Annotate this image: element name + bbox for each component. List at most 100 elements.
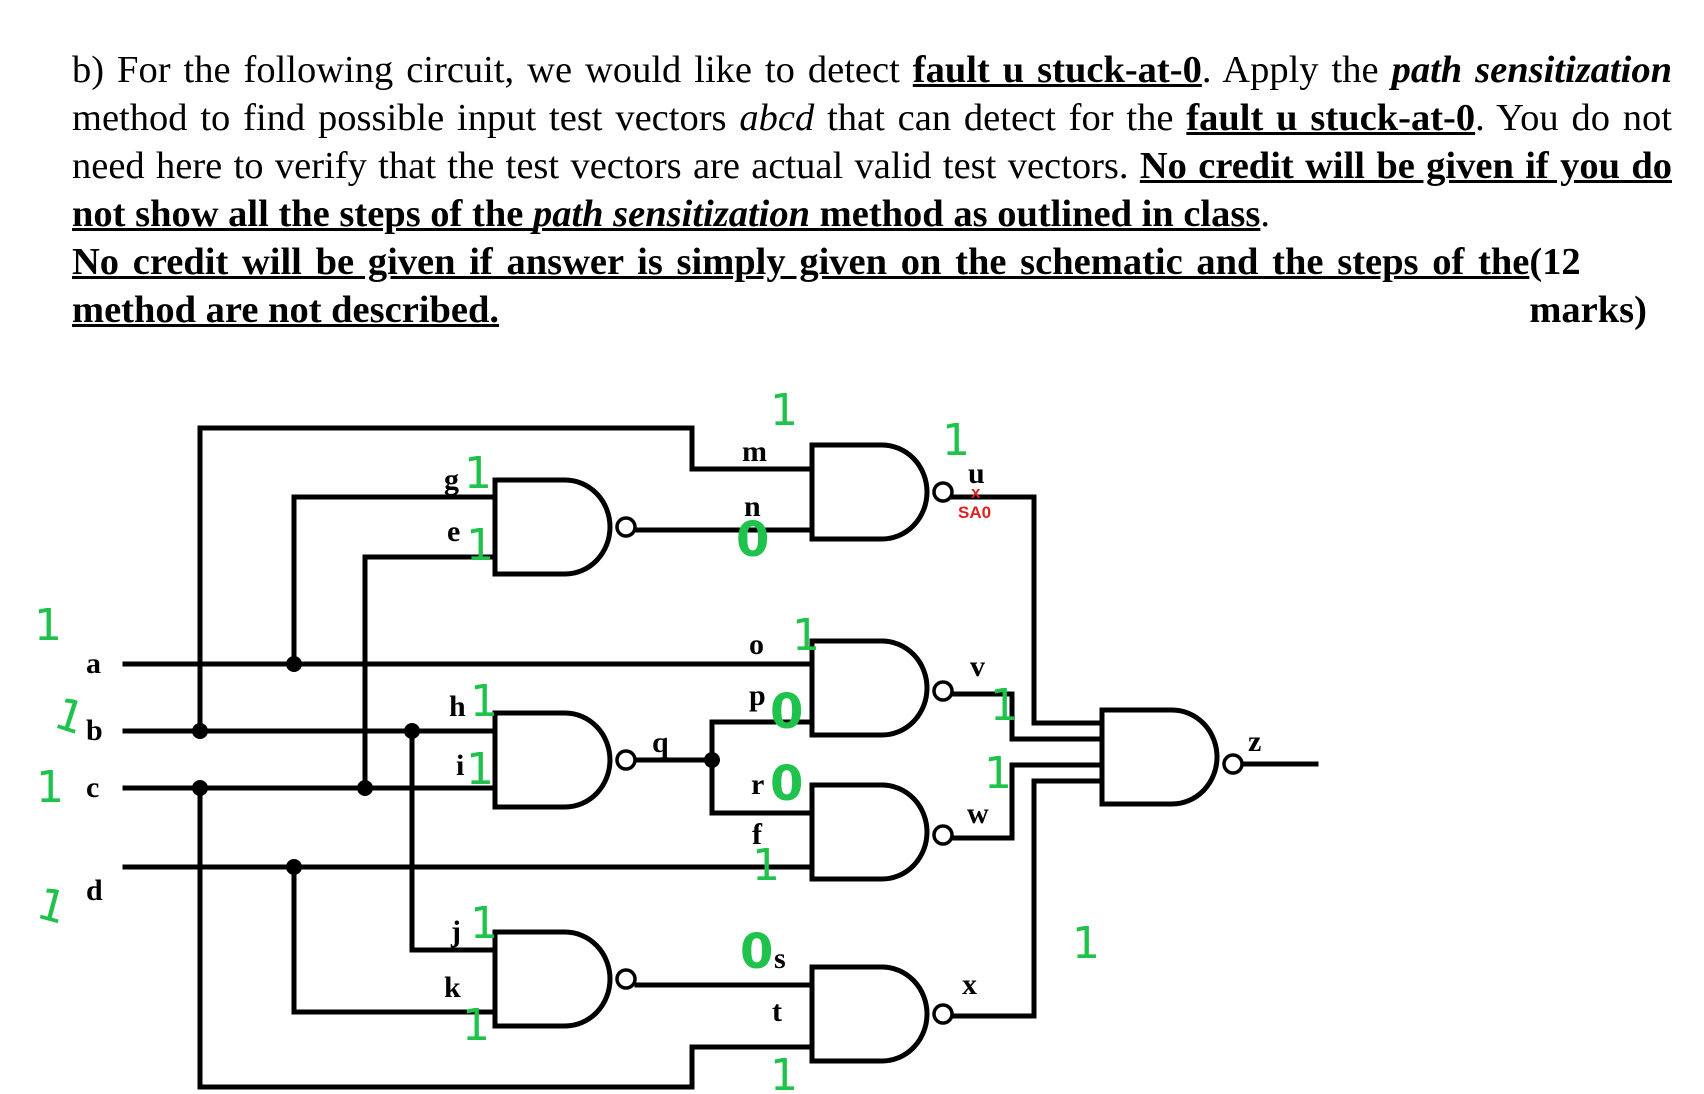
ann-v: 1 [990,680,1018,731]
junction-q [704,752,720,768]
label-s: s [774,942,786,975]
bubble-u [932,481,954,503]
nand-gate-u [809,442,930,542]
handwritten-annotations: 1 1 1 1 1 1 1 1 1 1 1 0 1 0 0 1 0 1 1 1 … [32,385,1100,1094]
ann-f: 1 [752,840,780,891]
ann-e: 1 [466,520,494,571]
ann-o: 1 [792,610,820,661]
vector-term: abcd [739,97,815,139]
label-w: w [967,797,989,830]
ann-n: 0 [736,512,769,568]
ann-h: 1 [470,676,498,727]
bubble-v [932,680,954,702]
marks-label: (12 marks) [1529,241,1647,331]
label-u: u [968,457,985,490]
label-v: v [970,650,985,683]
fault-term: fault u stuck-at-0 [1186,97,1476,139]
ann-s: 0 [740,924,773,980]
label-a: a [86,647,101,680]
ann-u: 1 [942,415,970,466]
ann-c: 1 [36,762,64,813]
bubble-3 [615,968,637,990]
wire-w [950,762,1105,841]
signal-labels: a b c d g e h i j k m n o p r f s t q u … [86,435,1261,1028]
wire-b-to-m [197,425,815,734]
fault-term: fault u stuck-at-0 [912,49,1202,91]
wire-c-to-e [362,554,498,791]
nand-gate-v [809,638,930,738]
ann-k: 1 [462,1000,490,1051]
wires [122,425,1319,1090]
gates [492,442,1244,1064]
question-intro: b) For the following circuit, we would l… [72,49,913,91]
marks-line: No credit will be given if answer is sim… [72,238,1672,334]
label-b: b [86,714,103,747]
fault-marker: x SA0 [958,483,991,522]
question-text: b) For the following circuit, we would l… [72,46,1672,334]
label-j: j [450,915,461,948]
ann-t: 1 [770,1050,798,1094]
bubble-1 [615,516,637,538]
fault-sa0-label: SA0 [958,503,991,522]
ann-w: 1 [984,748,1012,799]
bubble-2 [615,749,637,771]
nand-gate-w [809,782,930,882]
question-fragment: that can detect for the [814,97,1187,139]
ann-g: 1 [464,448,492,499]
question-fragment: . [1260,193,1270,235]
ann-a: 1 [34,600,62,651]
nand-gate-z [1099,707,1220,807]
label-o: o [749,628,764,661]
junction-a [286,656,302,672]
credit-warning: method as outlined in class [810,193,1261,235]
credit-warning-2: No credit will be given if answer is sim… [72,241,1530,331]
label-z: z [1248,725,1261,758]
ann-m: 1 [770,385,798,436]
ann-j: 1 [470,898,498,949]
ann-x: 1 [1072,918,1100,969]
wire-b-to-j [409,728,498,953]
wire-u [950,494,1105,726]
label-g: g [444,463,459,496]
ann-d: 1 [32,878,72,935]
label-m: m [742,435,767,468]
wire-a-to-g [291,494,498,667]
wire-v [950,691,1105,742]
label-t: t [772,995,782,1028]
nand-gate-1 [492,477,613,577]
question-fragment: method to find possible input test vecto… [72,97,740,139]
nand-gate-3 [492,929,613,1029]
ann-i: 1 [466,744,494,795]
label-h: h [449,690,466,723]
junction-c1 [192,780,208,796]
label-q: q [652,726,669,759]
ann-p: 0 [770,684,803,740]
method-term: path sensitization [532,193,811,235]
nand-gate-x [809,964,930,1064]
label-i: i [456,749,464,782]
junctions [192,656,720,875]
bubble-w [932,824,954,846]
label-x: x [962,968,977,1001]
junction-d [286,859,302,875]
ann-b: 1 [48,688,90,745]
wire-c-to-t [197,785,815,1090]
bubble-x [932,1003,954,1025]
question-fragment: . Apply the [1201,49,1392,91]
question-fragment: . You do not need here to verify that th… [72,97,1672,187]
fault-x-mark: x [971,483,981,502]
junction-c2 [357,780,373,796]
label-r: r [751,768,764,801]
label-n: n [744,490,761,523]
nand-gate-2 [492,710,613,810]
label-d: d [86,874,103,907]
method-term: path sensitization [1391,49,1672,91]
junction-b2 [404,723,420,739]
label-c: c [86,771,99,804]
wire-d-to-k [291,864,498,1015]
label-k: k [444,971,461,1004]
bubble-z [1222,753,1244,775]
label-f: f [752,818,763,851]
label-e: e [447,515,460,548]
